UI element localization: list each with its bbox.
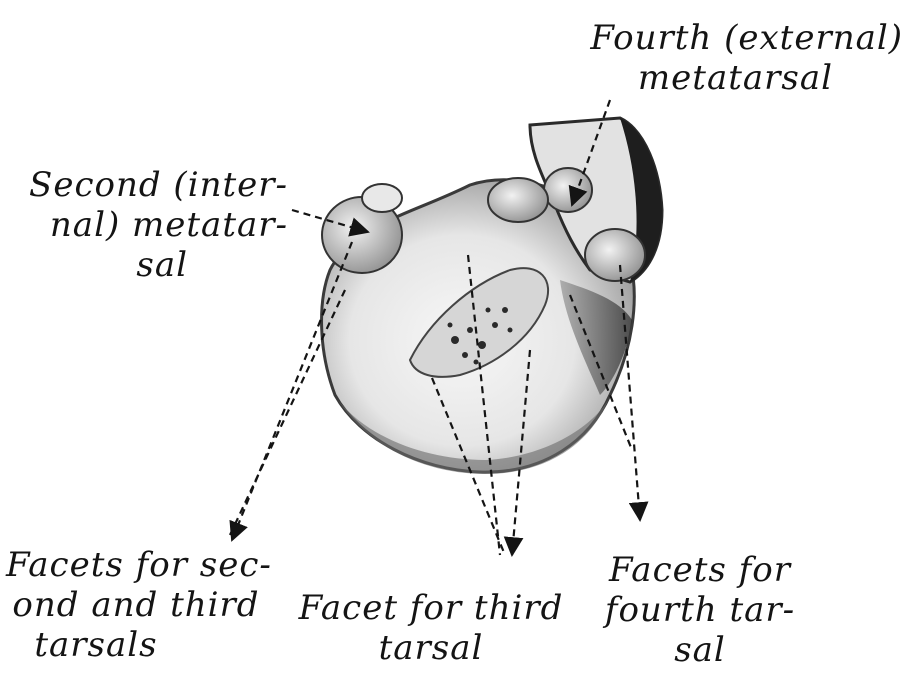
leader-second-metatarsal [291, 208, 370, 237]
facet-pitting [447, 307, 513, 365]
leader-fourth-b [568, 294, 634, 451]
label-facets-fourth: Facets for fourth tar- sal [600, 550, 800, 670]
label-line: sal [136, 245, 188, 285]
label-line: Fourth (external) [590, 18, 903, 58]
label-facet-third: Facet for third tarsal [296, 588, 566, 668]
label-facets-second-third: Facets for sec- ond and third tarsals [6, 545, 272, 665]
label-line: tarsal [378, 628, 484, 668]
label-line: Facets for sec- [6, 545, 272, 585]
fourth-metatarsal-dark-face [620, 118, 662, 282]
label-line: Facets for [609, 550, 791, 590]
bone-right-shadow [560, 280, 632, 395]
label-line: sal [674, 630, 726, 670]
label-line: Facet for third [298, 588, 564, 628]
leader-third-c [503, 349, 532, 557]
label-line: tarsals [34, 625, 158, 665]
label-line: fourth tar- [604, 590, 796, 630]
leader-third-b [430, 377, 507, 556]
label-line: nal) metatar- [49, 205, 288, 245]
label-fourth-metatarsal: Fourth (external) metatarsal [590, 18, 903, 98]
bone-lower-rim [338, 400, 608, 474]
label-second-metatarsal: Second (inter- nal) metatar- sal [18, 165, 288, 285]
knob-fourth-upper [543, 167, 593, 213]
label-line: ond and third [12, 585, 260, 625]
label-line: metatarsal [637, 58, 833, 98]
leader-fourth-a [618, 264, 649, 522]
leader-fourth-metatarsal [568, 99, 612, 207]
knob-third [487, 177, 549, 223]
leader-third-a [466, 254, 502, 556]
knob-second-top [361, 183, 403, 213]
label-line: Second (inter- [29, 165, 288, 205]
leader-lines [229, 99, 649, 557]
facet-third-tarsal [408, 267, 550, 378]
leader-second-third-b [229, 289, 346, 536]
knob-fourth-lower [584, 228, 646, 282]
